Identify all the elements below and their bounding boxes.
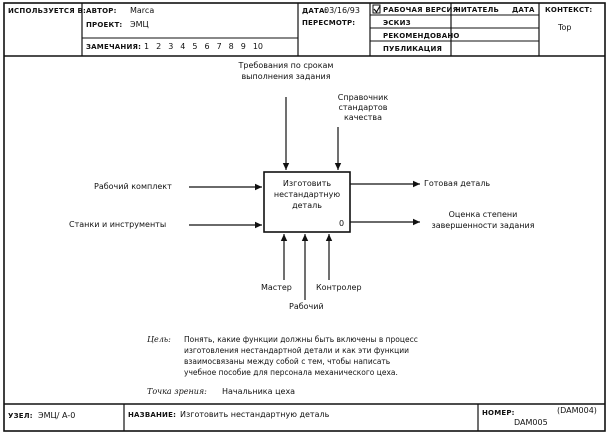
author-value: Marca — [130, 6, 155, 15]
input-label-1: Рабочий комплект — [94, 182, 172, 191]
note-number: 10 — [252, 42, 264, 51]
number-value: (DAM004) — [557, 406, 597, 415]
status-recommended: РЕКОМЕНДОВАНО — [383, 32, 460, 40]
note-number: 6 — [204, 42, 210, 51]
purpose-label: Цель: — [147, 335, 171, 344]
purpose-line: взаимосвязаны между собой с тем, чтобы н… — [184, 357, 391, 366]
mechanism-label-2: Рабочий — [289, 302, 324, 311]
notes-label: ЗАМЕЧАНИЯ: — [86, 43, 142, 51]
control-label-2: Справочник стандартов качества — [337, 93, 389, 122]
activity-title: Изготовить нестандартную деталь — [273, 179, 341, 210]
used-at-label: ИСПОЛЬЗУЕТСЯ В: — [8, 7, 86, 15]
note-number: 9 — [240, 42, 246, 51]
output-label-2: Оценка степени завершенности задания — [431, 210, 535, 230]
input-label-2: Станки и инструменты — [69, 220, 167, 229]
project-label: ПРОЕКТ: — [86, 21, 123, 29]
project-value: ЭМЦ — [130, 20, 149, 29]
revision-label: ПЕРЕСМОТР: — [302, 19, 356, 27]
mechanism-label-3: Контролер — [316, 283, 362, 292]
note-number: 5 — [192, 42, 198, 51]
outer-frame — [3, 2, 606, 432]
context-value: Top — [558, 23, 572, 32]
activity-number: 0 — [339, 219, 345, 228]
status-draft: ЭСКИЗ — [383, 19, 411, 27]
control-label-1: Требования по срокам выполнения задания — [238, 61, 334, 81]
viewpoint-value: Начальника цеха — [222, 387, 296, 396]
title-value: Изготовить нестандартную деталь — [180, 410, 330, 419]
note-number: 1 — [144, 42, 150, 51]
purpose-line: учебное пособие для персонала механическ… — [184, 368, 398, 377]
output-label-1: Готовая деталь — [424, 179, 491, 188]
purpose-text: Понять, какие функции должны быть включе… — [184, 334, 418, 378]
activity-box — [263, 171, 351, 233]
date-value: 03/16/93 — [324, 6, 360, 15]
purpose-line: Понять, какие функции должны быть включе… — [184, 335, 418, 344]
date-label: ДАТА: — [302, 7, 328, 15]
context-label: КОНТЕКСТ: — [545, 6, 593, 14]
node-value: ЭМЦ/ А-0 — [38, 411, 76, 420]
note-number: 4 — [180, 42, 186, 51]
number-label: НОМЕР: — [482, 409, 515, 417]
reader-label: ЧИТАТЕЛЬ — [455, 6, 500, 14]
number-sub: DAM005 — [514, 418, 548, 427]
note-number: 2 — [156, 42, 162, 51]
title-label: НАЗВАНИЕ: — [128, 411, 177, 419]
note-number: 3 — [168, 42, 174, 51]
reader-date-label: ДАТА — [512, 6, 535, 14]
author-label: АВТОР: — [86, 7, 117, 15]
viewpoint-label: Точка зрения: — [147, 387, 207, 396]
node-label: УЗЕЛ: — [8, 412, 33, 420]
status-checkbox — [372, 4, 381, 14]
note-number: 8 — [228, 42, 234, 51]
status-publication: ПУБЛИКАЦИЯ — [383, 45, 443, 53]
note-number: 7 — [216, 42, 222, 51]
status-working: РАБОЧАЯ ВЕРСИЯ — [383, 6, 459, 14]
mechanism-label-1: Мастер — [261, 283, 292, 292]
purpose-line: изготовления нестандартной детали и как … — [184, 346, 410, 355]
